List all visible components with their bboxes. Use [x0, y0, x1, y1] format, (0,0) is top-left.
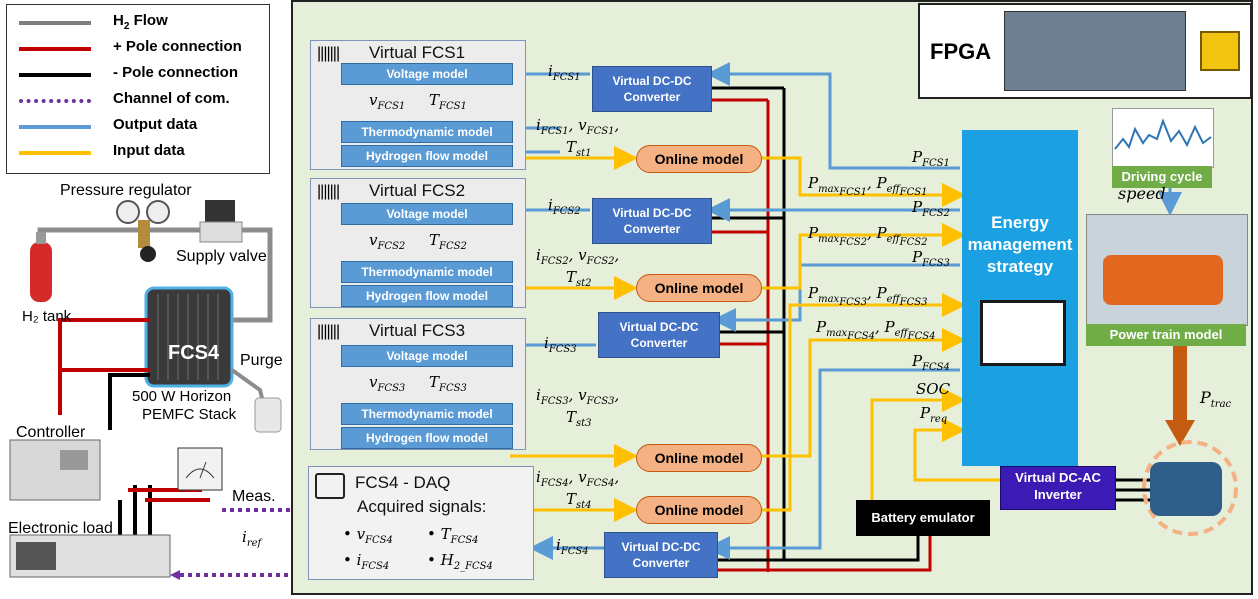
- daq-signal: • iFCS4: [343, 551, 389, 572]
- signal-label: PmaxFCS3, PeffFCS3: [808, 284, 927, 308]
- signal-label: PFCS1: [912, 148, 950, 169]
- signal-label: iFCS3, vFCS3,: [536, 386, 619, 407]
- daq-title: FCS4 - DAQ: [355, 473, 450, 493]
- fcs-title: Virtual FCS2: [369, 181, 465, 201]
- v-fcs-label: vFCS3: [369, 373, 405, 394]
- thermodynamic-model: Thermodynamic model: [341, 403, 513, 425]
- thermodynamic-model: Thermodynamic model: [341, 261, 513, 283]
- virtual-fcs2-box: ||||||| Virtual FCS2 Voltage model Therm…: [310, 178, 526, 308]
- dc-dc-converter-1: Virtual DC-DCConverter: [592, 66, 712, 112]
- barcode-icon: |||||||: [317, 323, 339, 341]
- virtual-fcs3-box: ||||||| Virtual FCS3 Voltage model Therm…: [310, 318, 526, 450]
- ptrac-label: Ptrac: [1200, 388, 1231, 410]
- online-model-4: Online model: [636, 496, 762, 524]
- speed-label: speed: [1118, 184, 1166, 203]
- signal-label: iFCS2: [548, 196, 581, 217]
- acquired-signals-label: Acquired signals:: [357, 497, 486, 517]
- voltage-model: Voltage model: [341, 345, 513, 367]
- monitor-icon: [980, 300, 1066, 366]
- soc-label: SOC: [916, 380, 950, 398]
- driving-cycle-icon: [1113, 109, 1213, 167]
- signal-label: Tst3: [566, 408, 592, 429]
- signal-label: iFCS2, vFCS2,: [536, 246, 619, 267]
- online-model-1: Online model: [636, 145, 762, 173]
- signal-label: iFCS1, vFCS1,: [536, 116, 619, 137]
- daq-signal: • H2_FCS4: [427, 551, 493, 572]
- fpga-box: FPGA: [918, 3, 1252, 99]
- signal-label: Tst1: [566, 138, 592, 159]
- online-model-3: Online model: [636, 444, 762, 472]
- oscilloscope-icon: [315, 473, 345, 499]
- daq-signal: • vFCS4: [343, 525, 393, 546]
- driving-cycle-plot: [1112, 108, 1214, 168]
- virtual-fcs1-box: ||||||| Virtual FCS1 Voltage model Therm…: [310, 40, 526, 170]
- hydrogen-flow-model: Hydrogen flow model: [341, 427, 513, 449]
- daq-signal: • TFCS4: [427, 525, 478, 546]
- vehicle-icon: [1103, 255, 1223, 305]
- t-fcs-label: TFCS3: [429, 373, 467, 394]
- fcs4-daq-box: FCS4 - DAQ Acquired signals: • vFCS4 • T…: [308, 466, 534, 580]
- t-fcs-label: TFCS2: [429, 231, 467, 252]
- v-fcs-label: vFCS1: [369, 91, 405, 112]
- voltage-model: Voltage model: [341, 63, 513, 85]
- thermodynamic-model: Thermodynamic model: [341, 121, 513, 143]
- voltage-model: Voltage model: [341, 203, 513, 225]
- signal-label: PFCS3: [912, 248, 950, 269]
- signal-label: PmaxFCS4, PeffFCS4: [816, 318, 935, 342]
- fpga-label: FPGA: [930, 39, 991, 65]
- hydrogen-flow-model: Hydrogen flow model: [341, 285, 513, 307]
- signal-label: iFCS1: [548, 62, 581, 83]
- barcode-icon: |||||||: [317, 45, 339, 63]
- signal-label: Tst4: [566, 490, 592, 511]
- chip-icon: [1200, 31, 1240, 71]
- hydrogen-flow-model: Hydrogen flow model: [341, 145, 513, 167]
- energy-management-strategy: Energy management strategy: [962, 130, 1078, 466]
- signal-label: Tst2: [566, 268, 592, 289]
- fpga-hardware-image: [1004, 11, 1186, 91]
- vehicle-image: [1086, 214, 1248, 326]
- motor-icon: [1150, 462, 1222, 516]
- signal-label: iFCS4: [556, 536, 589, 557]
- signal-label: PmaxFCS1, PeffFCS1: [808, 174, 927, 198]
- signal-label: PFCS2: [912, 198, 950, 219]
- fcs-title: Virtual FCS3: [369, 321, 465, 341]
- battery-emulator: Battery emulator: [856, 500, 990, 536]
- t-fcs-label: TFCS1: [429, 91, 467, 112]
- barcode-icon: |||||||: [317, 183, 339, 201]
- v-fcs-label: vFCS2: [369, 231, 405, 252]
- preq-label: Preq: [920, 404, 947, 425]
- signal-label: PmaxFCS2, PeffFCS2: [808, 224, 927, 248]
- signal-label: iFCS3: [544, 334, 577, 355]
- signal-label: iFCS4, vFCS4,: [536, 468, 619, 489]
- power-train-label: Power train model: [1086, 324, 1246, 346]
- signal-label: PFCS4: [912, 352, 950, 373]
- fcs-title: Virtual FCS1: [369, 43, 465, 63]
- online-model-2: Online model: [636, 274, 762, 302]
